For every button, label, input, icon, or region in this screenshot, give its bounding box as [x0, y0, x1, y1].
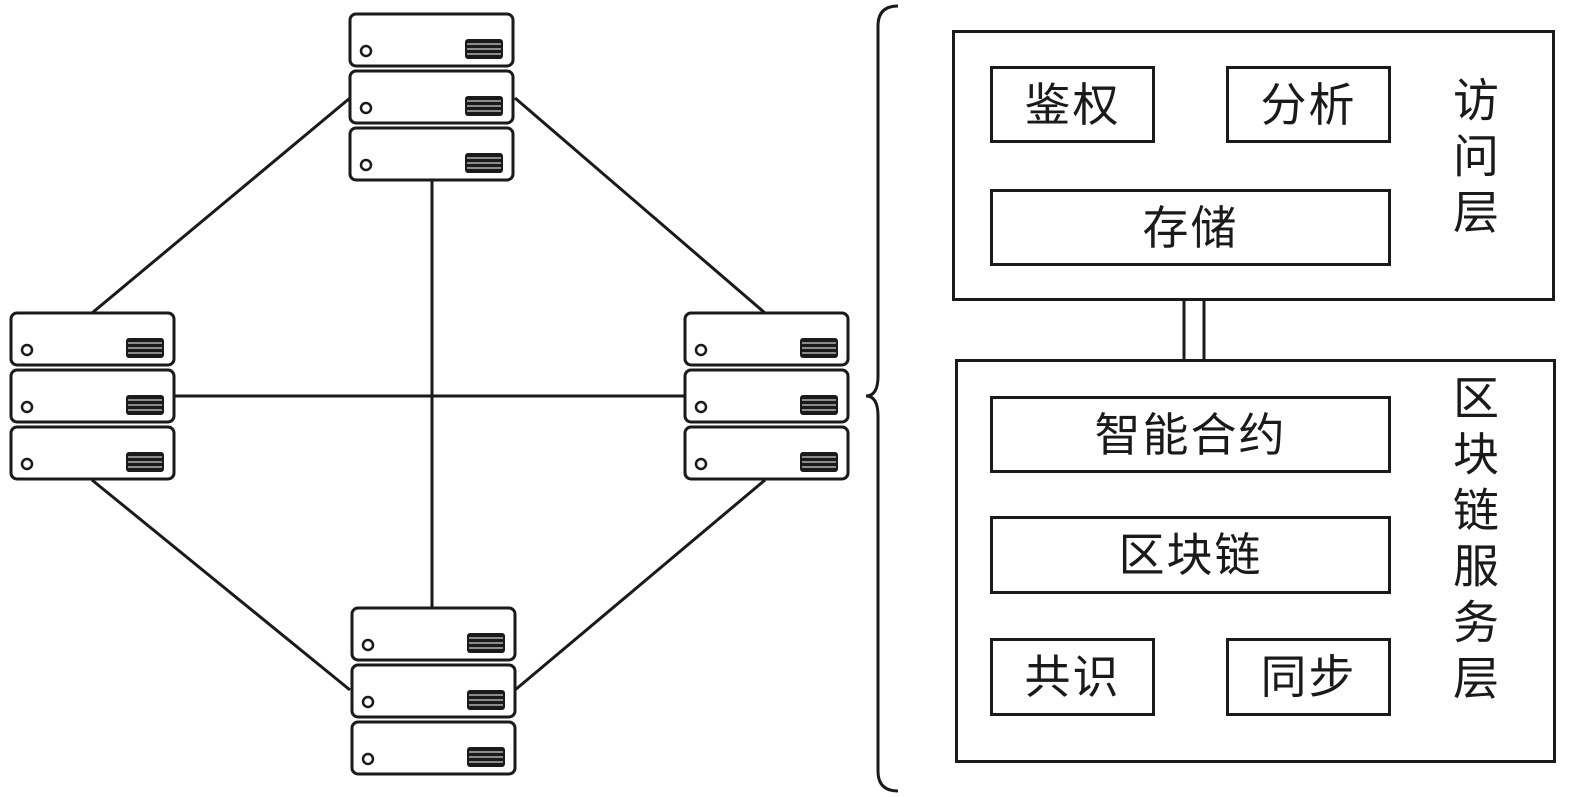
power-led-icon: [359, 101, 373, 115]
access-layer-label: 访问层: [1446, 76, 1500, 244]
auth-module-label: 鉴权: [1024, 77, 1121, 132]
server-icon: [348, 12, 515, 68]
power-led-icon: [361, 695, 375, 709]
server-stack-top: [348, 12, 515, 182]
consensus-module: 共识: [990, 638, 1155, 716]
grouping-brace: [865, 4, 899, 793]
power-led-icon: [694, 343, 708, 357]
blockchain-module: 区块链: [990, 516, 1391, 594]
server-icon: [350, 720, 517, 776]
server-stack-right: [683, 311, 850, 481]
sync-module-label: 同步: [1260, 650, 1357, 704]
power-led-icon: [694, 457, 708, 471]
server-stack-bottom: [350, 606, 517, 776]
server-icon: [9, 311, 176, 367]
server-icon: [350, 663, 517, 719]
smart-contract-module: 智能合约: [990, 396, 1391, 473]
analysis-module: 分析: [1226, 66, 1391, 143]
auth-module: 鉴权: [990, 66, 1155, 143]
storage-module: 存储: [990, 189, 1391, 266]
server-icon: [348, 126, 515, 182]
analysis-module-label: 分析: [1260, 77, 1357, 132]
power-led-icon: [359, 44, 373, 58]
server-icon: [683, 311, 850, 367]
link-left-bottom: [91, 478, 351, 692]
power-led-icon: [20, 343, 34, 357]
power-led-icon: [359, 158, 373, 172]
power-led-icon: [20, 457, 34, 471]
link-right-bottom: [514, 478, 766, 692]
power-led-icon: [694, 400, 708, 414]
sync-module: 同步: [1226, 638, 1391, 716]
link-top-left: [91, 96, 351, 315]
power-led-icon: [361, 752, 375, 766]
storage-module-label: 存储: [1142, 200, 1239, 255]
consensus-module-label: 共识: [1024, 650, 1121, 704]
server-icon: [9, 425, 176, 481]
network-links: [91, 96, 766, 692]
server-icon: [348, 69, 515, 125]
smart-contract-module-label: 智能合约: [1094, 407, 1287, 462]
server-icon: [350, 606, 517, 662]
power-led-icon: [20, 400, 34, 414]
blockchain-module-label: 区块链: [1118, 528, 1263, 582]
link-top-right: [514, 96, 766, 315]
server-stack-left: [9, 311, 176, 481]
power-led-icon: [361, 638, 375, 652]
server-icon: [9, 368, 176, 424]
blockchain-service-layer-label: 区块链服务层: [1446, 374, 1500, 710]
server-icon: [683, 368, 850, 424]
server-icon: [683, 425, 850, 481]
